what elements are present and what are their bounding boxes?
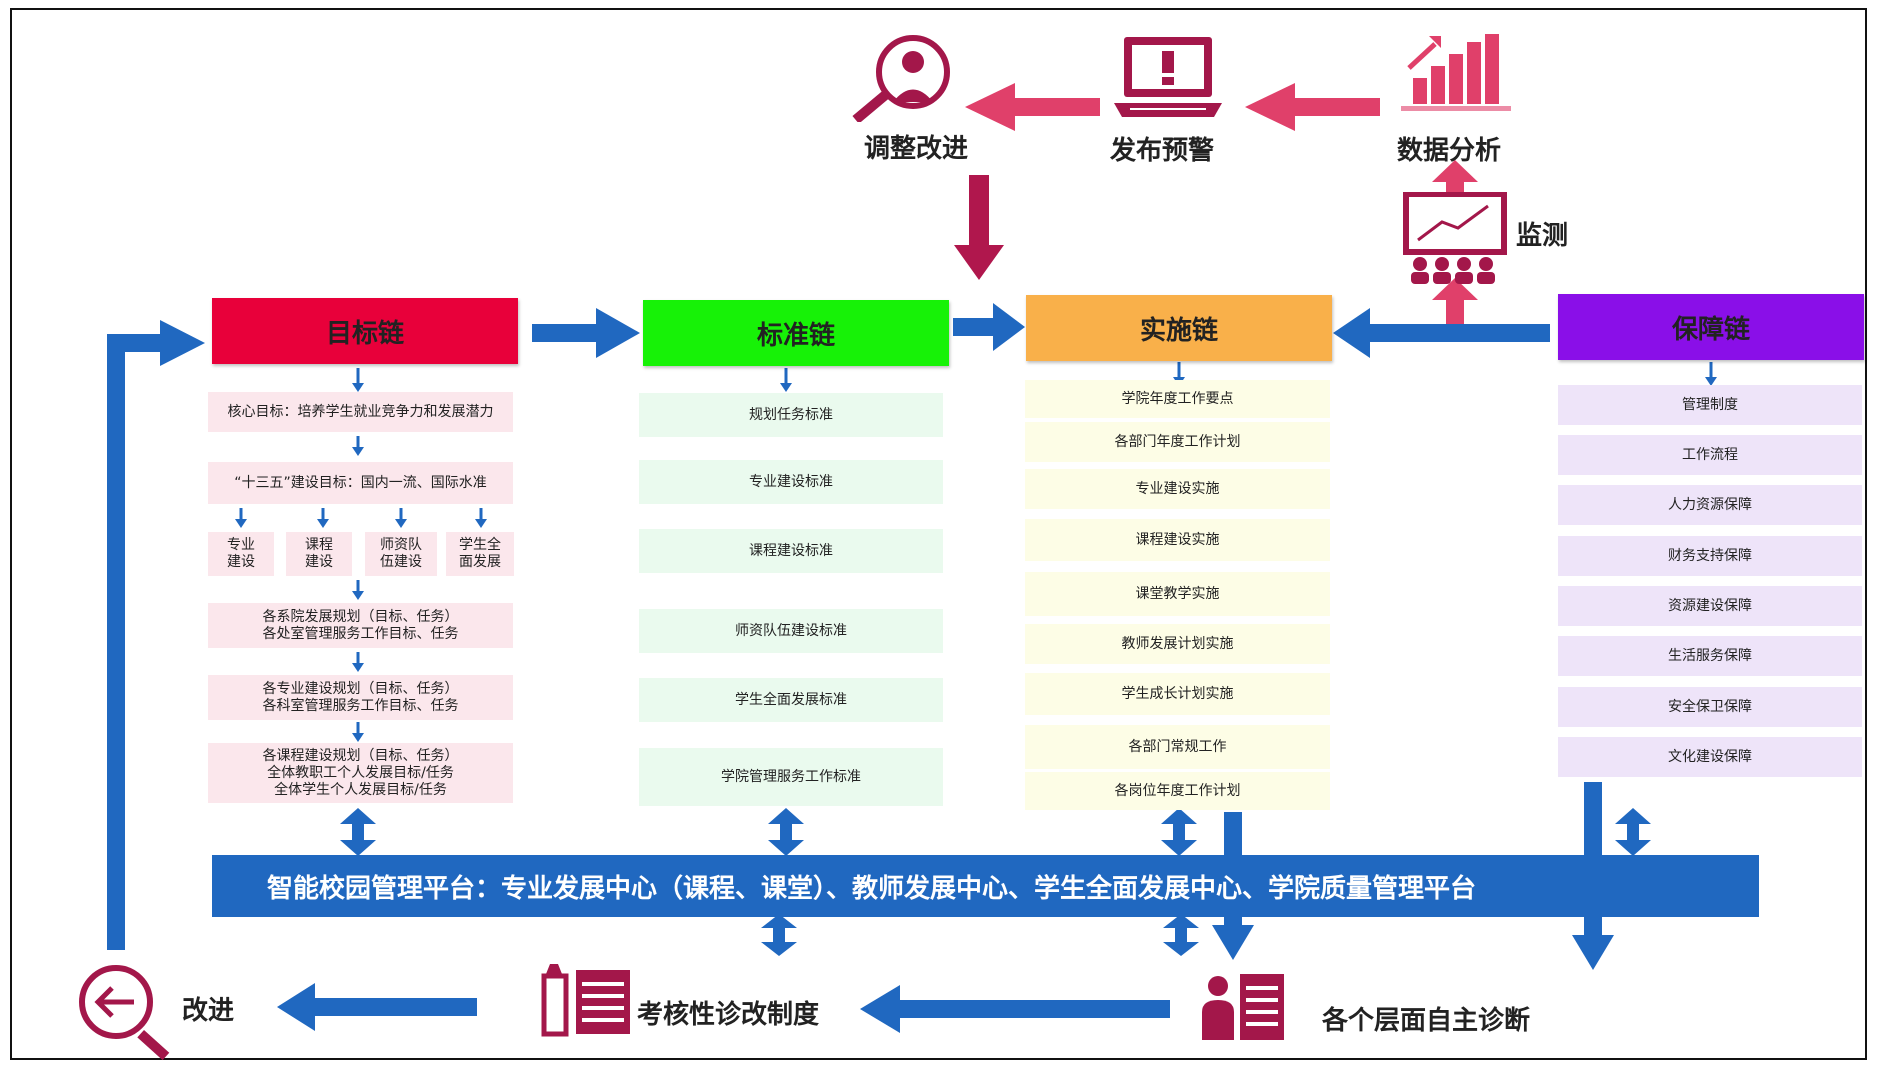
label-improve: 改进 bbox=[182, 996, 235, 1026]
goal-major-line2: 各科室管理服务工作目标、任务 bbox=[262, 697, 459, 714]
label-monitor: 监测 bbox=[1516, 221, 1569, 251]
guarantee-item: 文化建设保障 bbox=[1558, 737, 1862, 777]
header-goal-chain-text: 目标链 bbox=[325, 318, 404, 349]
goal-core: 核心目标：培养学生就业竞争力和发展潜力 bbox=[208, 392, 513, 432]
goal-sub-line1: 师资队 bbox=[380, 537, 422, 553]
label-assess: 考核性诊改制度 bbox=[637, 1000, 820, 1030]
goal-dept-line2: 各处室管理服务工作目标、任务 bbox=[262, 625, 459, 642]
arrow-standard-to-implement bbox=[953, 303, 1025, 351]
goal-sub-item: 专业建设 bbox=[208, 532, 274, 576]
guarantee-item: 安全保卫保障 bbox=[1558, 687, 1862, 727]
label-warning: 发布预警 bbox=[1110, 136, 1215, 166]
header-goal-chain: 目标链 bbox=[212, 298, 518, 364]
goal-course-plan: 各课程建设规划（目标、任务）全体教职工个人发展目标/任务全体学生个人发展目标/任… bbox=[208, 743, 513, 803]
implement-item: 学生成长计划实施 bbox=[1025, 673, 1330, 715]
platform-text: 智能校园管理平台：专业发展中心（课程、课堂）、教师发展中心、学生全面发展中心、学… bbox=[267, 873, 1477, 904]
standard-item: 专业建设标准 bbox=[639, 460, 943, 504]
alert-computer-icon bbox=[1114, 37, 1222, 117]
implement-item: 教师发展计划实施 bbox=[1025, 624, 1330, 664]
standard-item: 学院管理服务工作标准 bbox=[639, 748, 943, 806]
standard-item: 学生全面发展标准 bbox=[639, 678, 943, 722]
goal-major-line1: 各专业建设规划（目标、任务） bbox=[262, 680, 459, 697]
bar-chart-icon bbox=[1401, 34, 1511, 111]
implement-item: 课堂教学实施 bbox=[1025, 572, 1330, 616]
goal-course-line1: 各课程建设规划（目标、任务） bbox=[262, 747, 459, 764]
label-adjust: 调整改进 bbox=[864, 134, 969, 164]
arrow-analysis-to-warning bbox=[1245, 83, 1380, 131]
header-implement-chain: 实施链 bbox=[1026, 295, 1332, 361]
goal-sub-line2: 建设 bbox=[305, 554, 333, 570]
implement-item: 各岗位年度工作计划 bbox=[1025, 772, 1330, 810]
person-list-icon bbox=[1202, 974, 1284, 1040]
arrow-guarantee-to-monitor bbox=[1432, 278, 1478, 328]
goal-sub-line2: 伍建设 bbox=[380, 554, 422, 570]
arrow-guarantee-to-implement bbox=[1333, 308, 1550, 358]
label-analysis: 数据分析 bbox=[1397, 136, 1502, 166]
arrow-assess-to-improve bbox=[277, 983, 477, 1031]
guarantee-item: 资源建设保障 bbox=[1558, 586, 1862, 626]
document-pencil-icon bbox=[541, 964, 630, 1037]
label-diagnose: 各个层面自主诊断 bbox=[1322, 1006, 1531, 1036]
guarantee-item: 工作流程 bbox=[1558, 435, 1862, 475]
goal-course-line2: 全体教职工个人发展目标/任务 bbox=[267, 764, 454, 781]
header-standard-chain: 标准链 bbox=[643, 300, 949, 366]
standard-item: 课程建设标准 bbox=[639, 529, 943, 573]
goal-sub-item: 学生全面发展 bbox=[446, 532, 514, 576]
search-person-icon bbox=[852, 35, 950, 122]
goal-sub-line1: 专业 bbox=[227, 537, 255, 553]
small-down-arrows bbox=[235, 362, 1717, 742]
magnifier-back-icon bbox=[79, 965, 170, 1061]
header-guarantee-chain: 保障链 bbox=[1558, 294, 1864, 360]
goal-sub-item: 师资队伍建设 bbox=[365, 532, 437, 576]
goal-sub-line1: 课程 bbox=[305, 537, 333, 553]
arrow-improve-to-goal bbox=[107, 320, 205, 950]
standard-item: 师资队伍建设标准 bbox=[639, 609, 943, 653]
diagram-frame bbox=[10, 8, 1867, 1060]
goal-course-line3: 全体学生个人发展目标/任务 bbox=[274, 781, 447, 798]
guarantee-item: 财务支持保障 bbox=[1558, 536, 1862, 576]
arrow-goal-to-standard bbox=[532, 308, 640, 358]
guarantee-item: 人力资源保障 bbox=[1558, 485, 1862, 525]
goal-dept-plan: 各系院发展规划（目标、任务）各处室管理服务工作目标、任务 bbox=[208, 603, 513, 648]
arrow-diagnose-to-assess bbox=[860, 985, 1170, 1033]
platform-bar: 智能校园管理平台：专业发展中心（课程、课堂）、教师发展中心、学生全面发展中心、学… bbox=[212, 855, 1759, 917]
implement-item: 学院年度工作要点 bbox=[1025, 380, 1330, 418]
implement-item: 专业建设实施 bbox=[1025, 469, 1330, 509]
goal-plan: “十三五”建设目标：国内一流、国际水准 bbox=[208, 462, 513, 504]
header-guarantee-chain-text: 保障链 bbox=[1671, 314, 1750, 345]
goal-sub-line1: 学生全 bbox=[459, 537, 501, 553]
header-standard-chain-text: 标准链 bbox=[756, 320, 835, 351]
standard-item: 规划任务标准 bbox=[639, 393, 943, 437]
guarantee-item: 管理制度 bbox=[1558, 385, 1862, 425]
arrow-warning-to-adjust bbox=[965, 83, 1100, 131]
header-implement-chain-text: 实施链 bbox=[1139, 315, 1218, 346]
implement-item: 各部门年度工作计划 bbox=[1025, 422, 1330, 462]
goal-sub-item: 课程建设 bbox=[286, 532, 352, 576]
implement-item: 课程建设实施 bbox=[1025, 519, 1330, 561]
goal-dept-line1: 各系院发展规划（目标、任务） bbox=[262, 608, 459, 625]
goal-sub-line2: 面发展 bbox=[459, 554, 501, 570]
arrow-adjust-to-implement bbox=[954, 175, 1004, 280]
goal-sub-line2: 建设 bbox=[227, 554, 255, 570]
guarantee-item: 生活服务保障 bbox=[1558, 636, 1862, 676]
double-arrows-platform bbox=[340, 808, 1651, 956]
presentation-monitor-icon bbox=[1403, 192, 1507, 284]
goal-major-plan: 各专业建设规划（目标、任务）各科室管理服务工作目标、任务 bbox=[208, 675, 513, 720]
implement-item: 各部门常规工作 bbox=[1025, 725, 1330, 769]
